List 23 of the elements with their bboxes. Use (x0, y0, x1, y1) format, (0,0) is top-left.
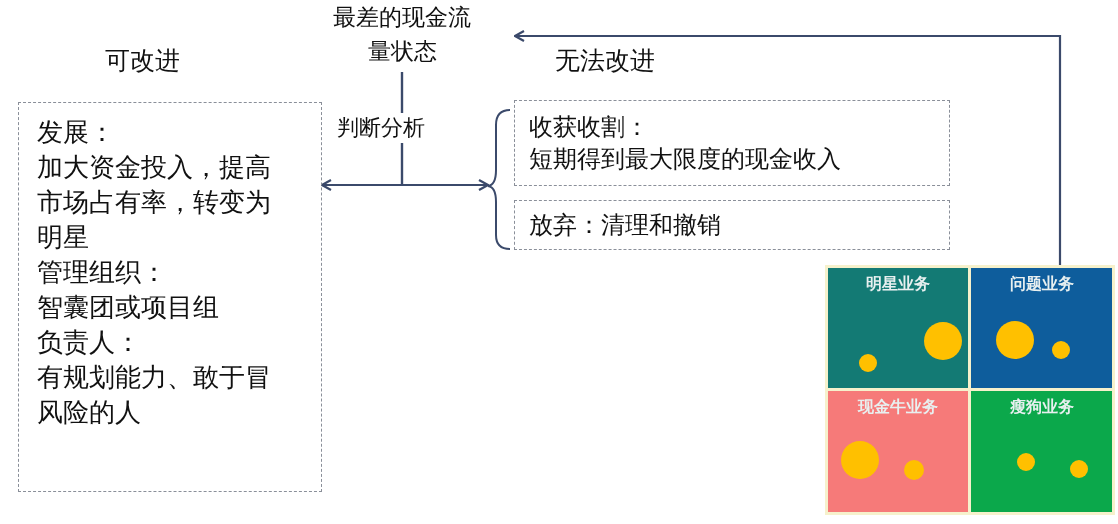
annotation-text: 判断分析 (337, 113, 425, 143)
strategy-text: 收获收割： (529, 112, 650, 143)
strategy-text: 负责人： (37, 326, 142, 359)
strategy-box (514, 200, 950, 250)
status-text: 最差的现金流量状态 (332, 3, 472, 66)
quadrant-title: 瘦狗业务 (1008, 396, 1075, 417)
matrix-quadrant (971, 391, 1112, 512)
matrix-quadrant (828, 268, 968, 388)
arrow (513, 29, 1062, 268)
matrix-quadrant (971, 268, 1112, 388)
strategy-text: 发展： (37, 116, 116, 149)
strategy-text: 加大资金投入，提高市场占有率，转变为明星 (37, 151, 272, 254)
strategy-text: 放弃：清理和撤销 (529, 210, 722, 241)
strategy-text: 短期得到最大限度的现金收入 (529, 144, 842, 175)
matrix-quadrant (828, 391, 968, 512)
strategy-text: 有规划能力、敢于冒风险的人 (37, 361, 272, 429)
strategy-box (18, 102, 322, 492)
strategy-text: 管理组织： (37, 256, 168, 289)
strategy-box (514, 100, 950, 186)
quadrant-title: 问题业务 (1008, 273, 1075, 294)
quadrant-title: 现金牛业务 (856, 396, 939, 417)
quadrant-title: 明星业务 (865, 273, 931, 294)
strategy-text: 智囊团或项目组 (37, 291, 220, 324)
